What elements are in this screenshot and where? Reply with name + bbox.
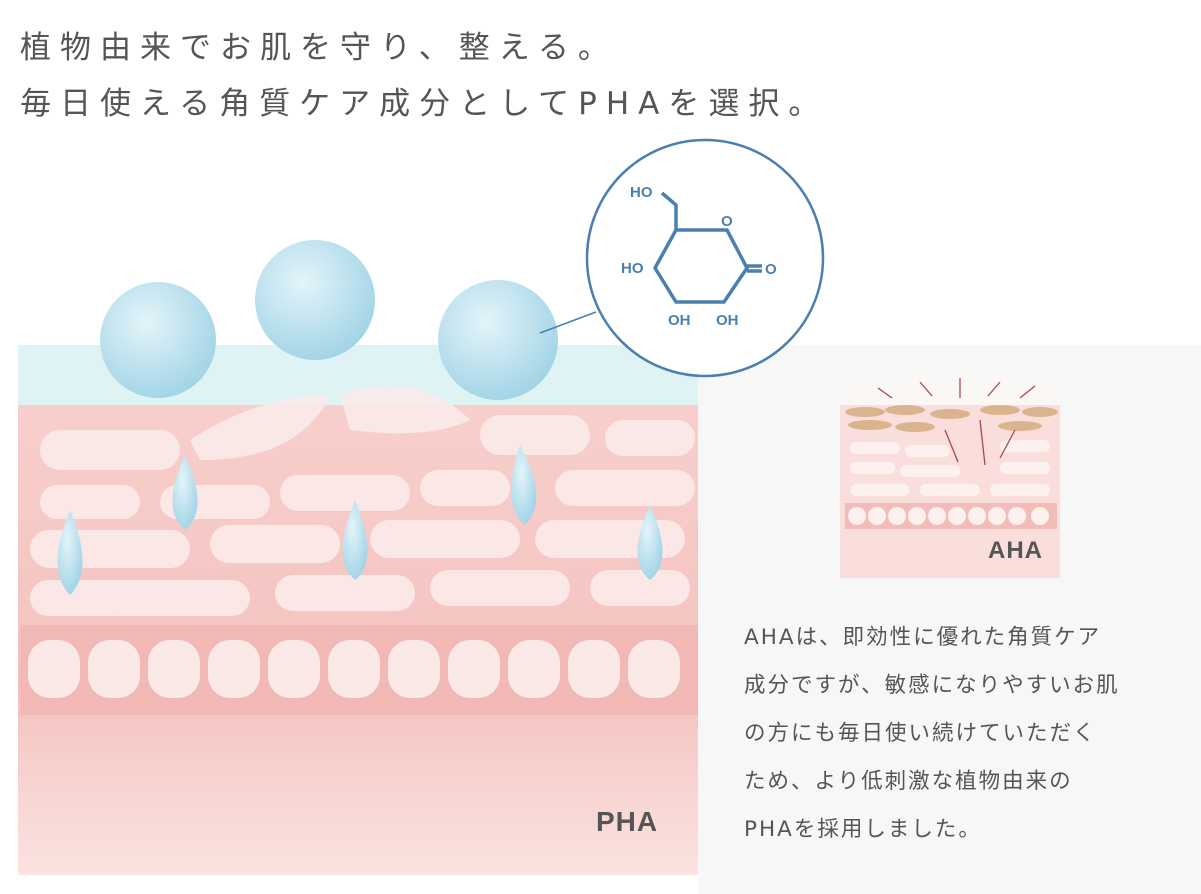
headline-line-1: 植物由来でお肌を守り、整える。 bbox=[20, 30, 618, 66]
molecule-label-o-ring: O bbox=[721, 213, 733, 230]
headline-line-2: 毎日使える角質ケア成分としてPHAを選択。 bbox=[20, 86, 829, 122]
description-line: PHAを採用しました。 bbox=[744, 817, 982, 842]
callout-line bbox=[539, 311, 597, 334]
description-line: AHAは、即効性に優れた角質ケア bbox=[744, 625, 1102, 650]
pha-molecule-structure: HO O HO O OH OH bbox=[621, 184, 777, 329]
water-bubbles bbox=[100, 240, 558, 400]
description-line: 成分ですが、敏感になりやすいお肌 bbox=[744, 673, 1120, 698]
penetration-arrows bbox=[877, 378, 1036, 466]
water-droplets bbox=[57, 445, 663, 595]
aha-skin-thumbnail bbox=[840, 375, 1060, 578]
molecule-label-oh-bottom-left: OH bbox=[668, 312, 691, 329]
molecule-label-o-carbonyl: O bbox=[765, 261, 777, 278]
skin-cells bbox=[30, 386, 695, 616]
pha-label: PHA bbox=[596, 806, 659, 837]
basal-cells bbox=[20, 625, 698, 715]
aha-label: AHA bbox=[988, 537, 1043, 564]
molecule-label-ho-left: HO bbox=[621, 260, 644, 277]
molecule-label-oh-bottom-right: OH bbox=[716, 312, 739, 329]
molecule-label-ho-top: HO bbox=[630, 184, 653, 201]
description-line: ため、より低刺激な植物由来の bbox=[744, 769, 1073, 794]
molecule-callout-circle bbox=[585, 138, 825, 378]
aha-description: AHAは、即効性に優れた角質ケア 成分ですが、敏感になりやすいお肌 の方にも毎日… bbox=[744, 614, 1174, 854]
description-line: の方にも毎日使い続けていただく bbox=[744, 721, 1097, 746]
